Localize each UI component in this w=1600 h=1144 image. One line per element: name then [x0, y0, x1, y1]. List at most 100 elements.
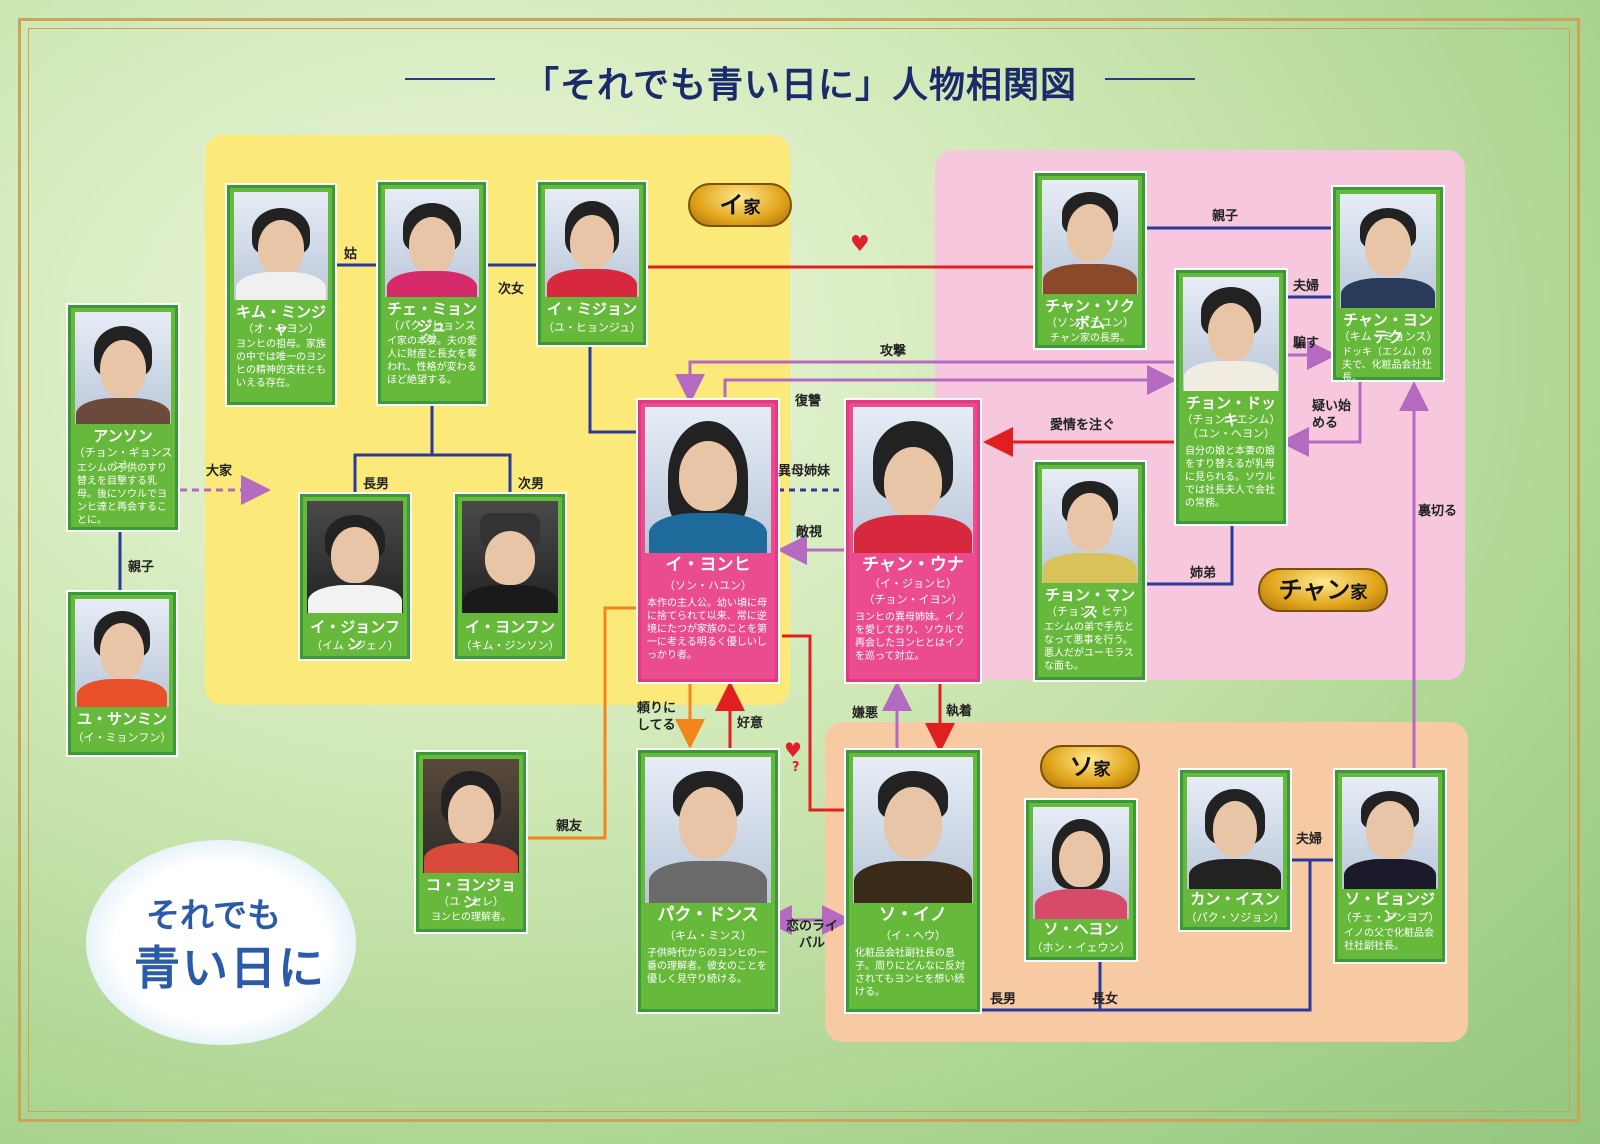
character-name: キム・ミンジャ — [235, 303, 326, 338]
character-desc: 自分の娘と本妻の娘をすり替えるが乳母に見られる。ソウルでは社長夫人で会社の常務。 — [1185, 446, 1275, 509]
character-actor: （チョン・エシム） — [1181, 413, 1281, 426]
card-i-yonhi: イ・ヨンヒ （ソン・ハユン） 本作の主人公。幼い頃に母に捨てられて以来、常に逆境… — [638, 400, 778, 682]
character-actor: （パク・ソジョン） — [1185, 911, 1285, 924]
portrait — [307, 501, 403, 613]
character-name: コ・ヨンジョン — [425, 876, 516, 911]
character-actor: （ホン・イェウン） — [1031, 941, 1131, 954]
page-title: 「それでも青い日に」人物相関図 — [523, 65, 1077, 106]
portrait — [423, 759, 519, 873]
portrait — [75, 312, 171, 424]
character-actor: （キム・ジンソン） — [460, 639, 560, 652]
portrait — [1042, 469, 1138, 583]
character-actor: （チョン・ヒテ） — [1046, 605, 1134, 618]
relation-label: 復讐 — [795, 394, 822, 409]
portrait — [645, 407, 771, 553]
character-actor: （ソン・ハユン） — [664, 579, 752, 592]
portrait — [1033, 807, 1129, 919]
card-i-mijon: イ・ミジョン （ユ・ヒョンジュ） — [538, 182, 646, 345]
relation-label: 裏切る — [1418, 504, 1458, 519]
portrait — [853, 757, 973, 903]
relation-label: 姑 — [344, 247, 358, 262]
character-desc: 子供時代からのヨンヒの一番の理解者。彼女のことを優しく見守り続ける。 — [647, 948, 767, 985]
title-flourish-left — [405, 78, 495, 80]
character-name: ソ・ビョンジン — [1344, 890, 1435, 925]
character-actor: （イム・ジェノ） — [311, 639, 399, 652]
character-name: イ・ヨンフン — [465, 618, 555, 636]
card-i-yonfun: イ・ヨンフン （キム・ジンソン） — [455, 494, 565, 659]
so-family-badge: ソ家 — [1040, 745, 1140, 789]
card-kim-minja: キム・ミンジャ （オ・ミヨン） ヨンヒの祖母。家族の中では唯一のヨンヒの精神的支… — [227, 185, 335, 405]
character-name: チョン・ドッキ — [1185, 394, 1276, 429]
character-actor: （パク・ヒョンスク） — [388, 319, 476, 345]
relation-label: 長男 — [990, 992, 1017, 1007]
character-desc: ヨンヒの異母姉妹。イノを愛しており、ソウルで再会したヨンヒとはイノを巡って対立。 — [855, 612, 965, 662]
card-chon-mansu: チョン・マンス （チョン・ヒテ） エシムの弟で手先となって悪事を行う。悪人だがユ… — [1035, 462, 1145, 680]
character-actor: （チョン・ギョンスン） — [73, 446, 173, 472]
character-actor: （イ・ジョンヒ） — [869, 577, 957, 590]
relation-label: 攻撃 — [880, 344, 907, 359]
character-desc: 本作の主人公。幼い頃に母に捨てられて以来、常に逆境にたつが家族のことを第一に考え… — [647, 598, 767, 661]
portrait — [1042, 180, 1138, 294]
i-family-badge: イ家 — [688, 183, 792, 227]
character-name: チャン・ヨンテク — [1343, 311, 1433, 346]
relation-label: 嫌悪 — [852, 706, 879, 721]
character-name: イ・ミジョン — [546, 300, 637, 318]
portrait — [75, 599, 169, 707]
character-name: チャン・ソクボム — [1045, 297, 1135, 332]
character-desc: エシムの子供のすり替えを目撃する乳母。後にソウルでヨンヒ達と再会することに。 — [77, 463, 167, 526]
character-desc: ドッキ（エシム）の夫で、化粧品会社社長。 — [1342, 347, 1432, 384]
card-kan-isun: カン・イスン （パク・ソジョン） — [1180, 770, 1290, 930]
character-name: チャン・ウナ — [862, 555, 964, 575]
question-mark: ? — [792, 760, 800, 775]
character-actor: （ソン・テユン） — [1046, 316, 1134, 329]
relation-label: 次男 — [518, 477, 545, 492]
character-actor: （オ・ミヨン） — [242, 322, 320, 335]
relation-label: 姉弟 — [1190, 566, 1217, 581]
character-desc: イノの父で化粧品会社社副社長。 — [1344, 928, 1434, 952]
relation-label: 敵視 — [796, 525, 823, 540]
portrait — [385, 189, 479, 297]
title-flourish-right — [1105, 78, 1195, 80]
character-name: チェ・ミョンジュ — [386, 300, 477, 335]
logo-line-2: 青い日に — [134, 941, 326, 995]
relation-label: 長男 — [363, 477, 390, 492]
relation-label: 執着 — [946, 704, 973, 719]
card-paku-donsu: パク・ドンス （キム・ミンス） 子供時代からのヨンヒの一番の理解者。彼女のことを… — [638, 750, 778, 1012]
character-actor: （キム・ミョンス） — [1338, 330, 1438, 343]
portrait — [1183, 277, 1279, 391]
character-actor: （キム・ミンス） — [664, 929, 752, 942]
portrait — [545, 189, 639, 297]
character-actor: （チェ・ドンヨプ） — [1340, 911, 1440, 924]
love-heart-icon: ♥ — [850, 232, 870, 257]
character-name: ユ・サンミン — [76, 710, 167, 728]
character-name: イ・ヨンヒ — [665, 555, 751, 575]
series-logo: それでも 青い日に — [86, 840, 356, 1045]
character-desc: イ家の本妻。夫の愛人に財産と長女を奪われ、性格が変わるほど絶望する。 — [387, 336, 477, 386]
love-heart-icon-2: ♥ — [784, 738, 802, 762]
character-actor-2: （ユン・ヘヨン） — [1187, 427, 1275, 440]
relation-label: 長女 — [1092, 992, 1119, 1007]
portrait — [1340, 194, 1436, 308]
character-name: カン・イスン — [1190, 890, 1280, 908]
card-i-jonfun: イ・ジョンフン （イム・ジェノ） — [300, 494, 410, 659]
card-chon-dokki: チョン・ドッキ （チョン・エシム） （ユン・ヘヨン） 自分の娘と本妻の娘をすり替… — [1176, 270, 1286, 524]
character-actor-2: （チョン・イヨン） — [863, 593, 963, 606]
portrait — [1342, 777, 1438, 889]
badge-small-text: 家 — [1093, 760, 1111, 780]
relation-label: 親友 — [556, 819, 583, 834]
character-name: ソ・ヘヨン — [1043, 920, 1119, 938]
relation-label: 大家 — [206, 464, 233, 479]
card-che-myonju: チェ・ミョンジュ （パク・ヒョンスク） イ家の本妻。夫の愛人に財産と長女を奪われ… — [378, 182, 486, 404]
portrait — [853, 407, 973, 553]
relation-label: 好意 — [737, 716, 764, 731]
inner-frame — [28, 28, 1570, 1112]
relation-label: 次女 — [498, 282, 525, 297]
character-name: アンソン — [93, 427, 153, 445]
relation-label: 疑い始める — [1312, 399, 1352, 431]
character-name: イ・ジョンフン — [310, 618, 400, 653]
character-desc: ヨンヒの祖母。家族の中では唯一のヨンヒの精神的支柱ともいえる存在。 — [236, 339, 326, 389]
character-name: パク・ドンス — [657, 905, 759, 925]
badge-big-text: チャン — [1278, 576, 1351, 604]
character-actor: （イ・ミョンフン） — [72, 731, 172, 744]
